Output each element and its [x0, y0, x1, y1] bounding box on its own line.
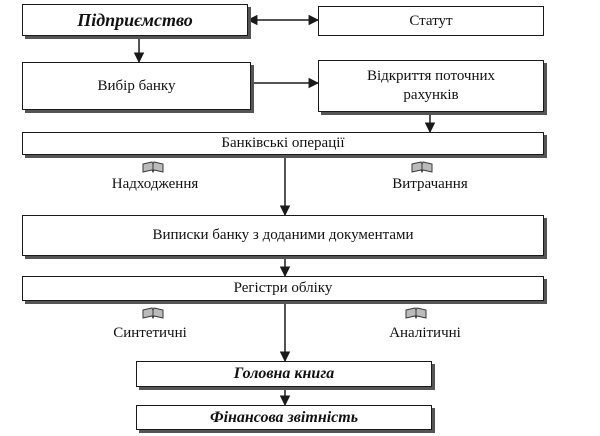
bank-choice-label: Вибір банку	[97, 77, 176, 94]
financial-reporting-label: Фінансова звітність	[209, 408, 359, 426]
receipts-label: Надходження	[111, 176, 199, 192]
statute-box: Статут	[318, 6, 544, 36]
book-icon	[142, 307, 164, 319]
enterprise-label: Підприємство	[77, 9, 193, 30]
statute-label: Статут	[409, 12, 453, 29]
accounting-registers-label: Регістри обліку	[233, 280, 333, 297]
financial-reporting-box: Фінансова звітність	[136, 405, 432, 430]
book-icon	[405, 307, 427, 319]
book-icon	[142, 161, 164, 173]
general-ledger-label: Головна книга	[233, 365, 335, 382]
bank-statements-label: Виписки банку з доданими документами	[152, 227, 414, 244]
book-icon	[411, 161, 433, 173]
bank-statements-box: Виписки банку з доданими документами	[22, 215, 544, 256]
enterprise-box: Підприємство	[22, 4, 248, 36]
bank-operations-box: Банківські операції	[22, 132, 544, 155]
bank-operations-label: Банківські операції	[221, 135, 345, 152]
open-accounts-label-line1: Відкриття поточних	[366, 68, 496, 85]
accounting-registers-box: Регістри обліку	[22, 276, 544, 301]
open-accounts-box: Відкриття поточних рахунків	[318, 60, 544, 112]
analytic-label: Аналітичні	[389, 325, 461, 341]
open-accounts-label-line2: рахунків	[403, 87, 459, 103]
synthetic-label: Синтетичні	[113, 325, 187, 341]
expenses-label: Витрачання	[392, 176, 468, 192]
general-ledger-box: Головна книга	[136, 361, 432, 387]
bank-choice-box: Вибір банку	[22, 62, 251, 110]
